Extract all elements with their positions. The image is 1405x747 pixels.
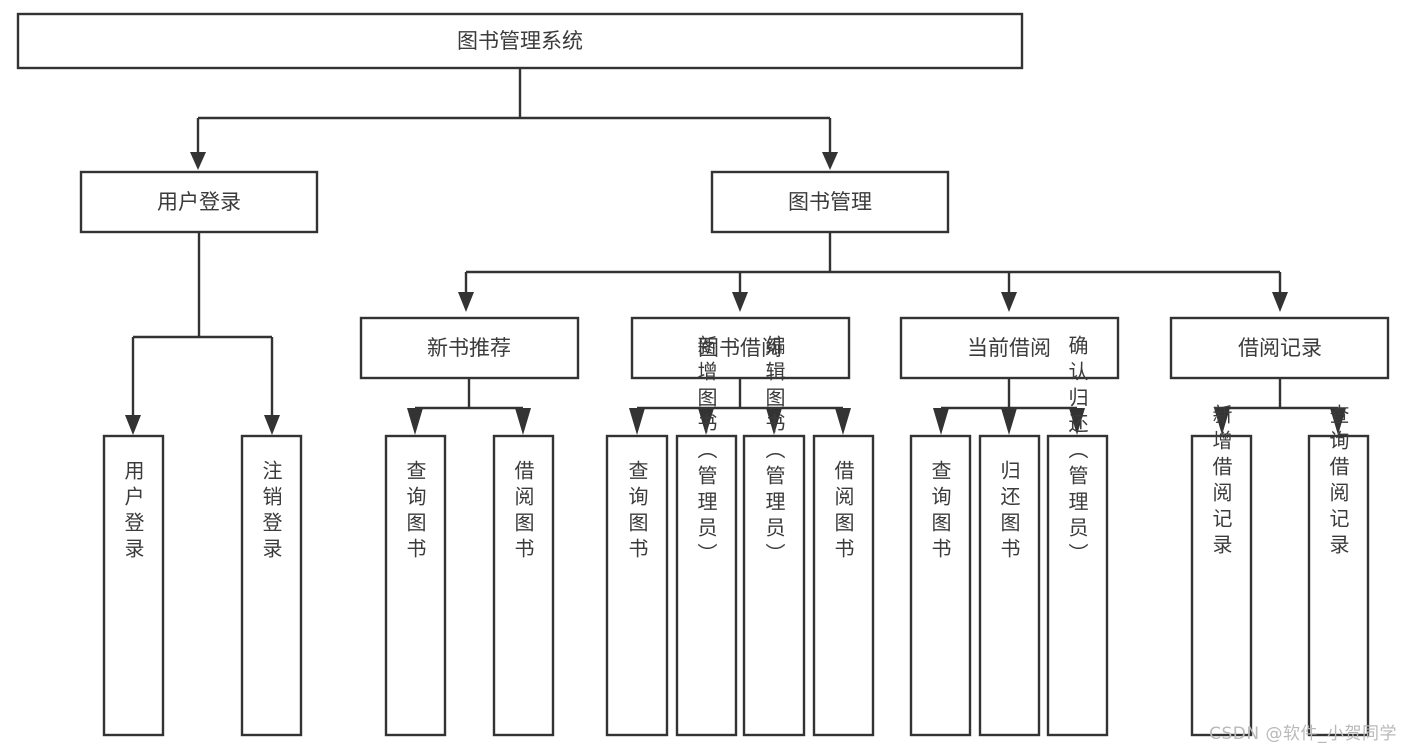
leaf-node-edit-book[interactable]: 编辑图书（管理员） [742,335,806,737]
leaf-node-confirm-return-label: 确认归还（管理员） [1065,335,1089,569]
leaf-node-borrow-book-2-label: 借阅图书 [831,460,855,564]
leaf-node-user-login[interactable]: 用户登录 [102,434,165,737]
node-current-borrow[interactable]: 当前借阅 [899,316,1120,380]
node-root-system[interactable]: 图书管理系统 [16,12,1024,70]
leaf-node-query-record[interactable]: 查询借阅记录 [1307,404,1370,737]
connectors-bookborrow-to-leaves [629,378,851,435]
leaf-node-add-record[interactable]: 新增借阅记录 [1190,404,1253,737]
leaf-node-borrow-book-1[interactable]: 借阅图书 [492,434,555,737]
leaf-node-add-book[interactable]: 新增图书（管理员） [675,335,738,737]
leaf-node-confirm-return[interactable]: 确认归还（管理员） [1046,335,1109,737]
connectors-root-to-level2 [190,68,838,170]
connectors-booksys-to-level3 [458,232,1288,312]
node-root-system-label: 图书管理系统 [457,29,583,53]
leaf-node-borrow-book-2[interactable]: 借阅图书 [812,434,875,737]
leaf-node-user-login-label: 用户登录 [121,460,145,564]
node-new-book-recommend-label: 新书推荐 [427,336,511,360]
leaf-node-query-book-3[interactable]: 查询图书 [909,434,972,737]
node-book-borrow[interactable]: 图书借阅 [630,316,851,380]
leaf-node-query-book-2-label: 查询图书 [625,460,649,564]
node-current-borrow-label: 当前借阅 [967,336,1051,360]
leaf-node-query-record-label: 查询借阅记录 [1326,404,1350,560]
leaf-node-query-book-1[interactable]: 查询图书 [384,434,447,737]
leaf-node-borrow-book-1-label: 借阅图书 [511,460,535,564]
csdn-watermark: CSDN @软件_小贺同学 [1209,724,1397,744]
node-book-management-label: 图书管理 [788,190,872,214]
leaf-node-edit-book-label: 编辑图书（管理员） [762,335,786,569]
leaf-node-logout-login[interactable]: 注销登录 [240,434,303,737]
leaf-node-return-book[interactable]: 归还图书 [978,434,1041,737]
leaf-node-return-book-label: 归还图书 [997,460,1021,564]
leaf-node-add-record-label: 新增借阅记录 [1209,404,1233,560]
leaf-node-logout-login-label: 注销登录 [259,460,283,564]
node-user-login-label: 用户登录 [157,190,241,214]
node-borrow-record-label: 借阅记录 [1238,336,1322,360]
connectors-currentborrow-to-leaves [933,378,1085,435]
leaf-node-query-book-1-label: 查询图书 [403,460,427,564]
node-book-borrow-label: 图书借阅 [698,336,782,360]
node-borrow-record[interactable]: 借阅记录 [1169,316,1390,380]
node-user-login[interactable]: 用户登录 [79,170,319,234]
connectors-borrowrecord-to-leaves [1214,378,1346,435]
node-new-book-recommend[interactable]: 新书推荐 [359,316,580,380]
leaf-node-query-book-2[interactable]: 查询图书 [605,434,669,737]
leaf-node-query-book-3-label: 查询图书 [928,460,952,564]
connectors-newbook-to-leaves [407,378,531,435]
leaf-node-add-book-label: 新增图书（管理员） [694,335,718,569]
node-book-management[interactable]: 图书管理 [710,170,950,234]
connectors-userlogin-to-leaves [125,232,280,435]
